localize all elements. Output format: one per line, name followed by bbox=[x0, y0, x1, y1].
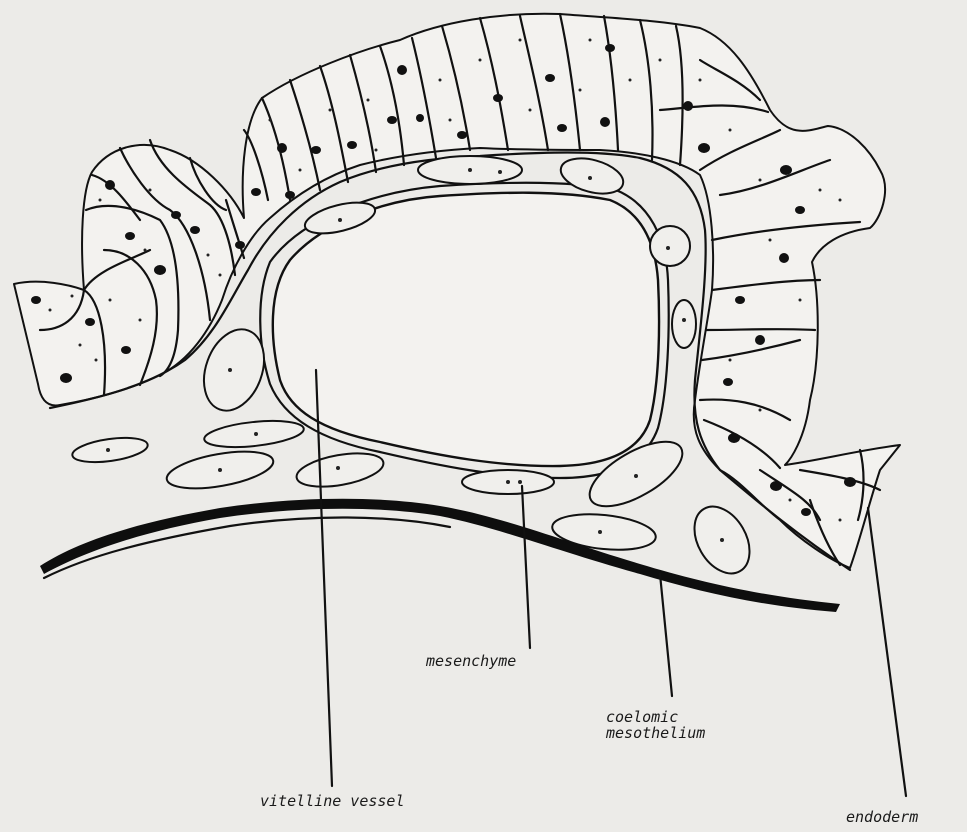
mesenchyme-leader bbox=[522, 486, 530, 648]
label-vitelline-vessel: vitelline vessel bbox=[260, 792, 405, 810]
label-mesothelium: mesothelium bbox=[605, 724, 705, 742]
coelomic-leader bbox=[660, 574, 672, 696]
label-mesenchyme: mesenchyme bbox=[425, 652, 516, 670]
label-endoderm: endoderm bbox=[846, 808, 918, 826]
endoderm-leader bbox=[868, 508, 906, 796]
vitelline-leader bbox=[316, 370, 332, 786]
